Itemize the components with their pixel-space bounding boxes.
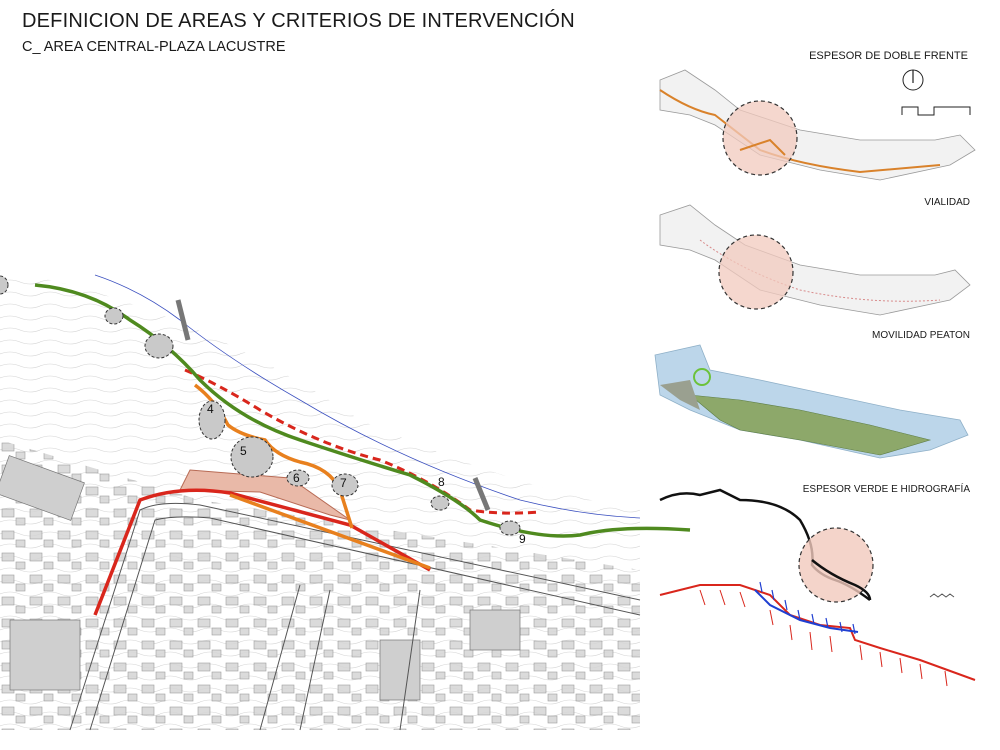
red-main-road	[93, 488, 431, 616]
page-subtitle: C_ AREA CENTRAL-PLAZA LACUSTRE	[22, 39, 286, 55]
building-block	[379, 639, 421, 701]
highlight-circle	[798, 527, 874, 603]
dashed-waterfront-edge	[184, 368, 541, 515]
panel-verde-map	[654, 344, 969, 459]
building-block	[9, 619, 81, 691]
scale-bar	[901, 106, 971, 116]
red-arrows	[699, 589, 948, 687]
red-edge-line	[659, 584, 976, 681]
road-outline	[69, 502, 641, 731]
panel-movilidad-map	[659, 204, 971, 316]
shoreline	[94, 274, 641, 519]
zone-ellipse	[104, 307, 124, 325]
road-outline	[259, 584, 301, 731]
zone-number-5: 5	[240, 444, 247, 458]
pier	[472, 477, 491, 511]
north-arrow-icon	[902, 69, 924, 91]
main-site-map: 4 5 6 7 8 9	[0, 270, 691, 731]
highlight-circle	[722, 100, 798, 176]
zone-ellipse	[144, 333, 174, 359]
highlight-circle	[718, 234, 794, 310]
zone-number-6: 6	[293, 471, 300, 485]
zone-number-7: 7	[340, 476, 347, 490]
highlight-circle	[693, 368, 711, 386]
orange-road-edge	[229, 493, 431, 570]
building-block	[469, 609, 521, 651]
zone-number-4: 4	[207, 402, 214, 416]
zone-ellipse	[0, 275, 9, 295]
road-outline	[299, 589, 331, 731]
zone-ellipse-8	[430, 495, 450, 511]
panel-label-movilidad: MOVILIDAD PEATON	[872, 330, 970, 341]
building-block	[0, 455, 85, 521]
zone-ellipse-5	[230, 436, 274, 478]
zone-ellipse-9	[499, 520, 521, 536]
panel-vialidad-map	[659, 69, 976, 181]
panel-label-doble-frente: ESPESOR DE DOBLE FRENTE	[809, 50, 968, 62]
road-outline	[89, 516, 641, 731]
pier	[175, 299, 191, 341]
urban-blocks	[0, 440, 640, 730]
zone-number-9: 9	[519, 532, 526, 546]
zone-number-8: 8	[438, 475, 445, 489]
page-title: DEFINICION DE AREAS Y CRITERIOS DE INTER…	[22, 10, 575, 32]
zone-ellipse-7	[331, 473, 359, 497]
panel-doble-frente-diagram	[659, 488, 976, 687]
green-corridor	[34, 283, 691, 538]
zone-ellipse-4	[198, 400, 226, 440]
panel-label-vialidad: VIALIDAD	[924, 197, 970, 208]
blue-arrows	[759, 581, 856, 635]
zone-ellipse-6	[286, 469, 310, 487]
road-outline	[399, 589, 421, 731]
panel-label-verde: ESPESOR VERDE E HIDROGRAFÍA	[802, 484, 970, 495]
